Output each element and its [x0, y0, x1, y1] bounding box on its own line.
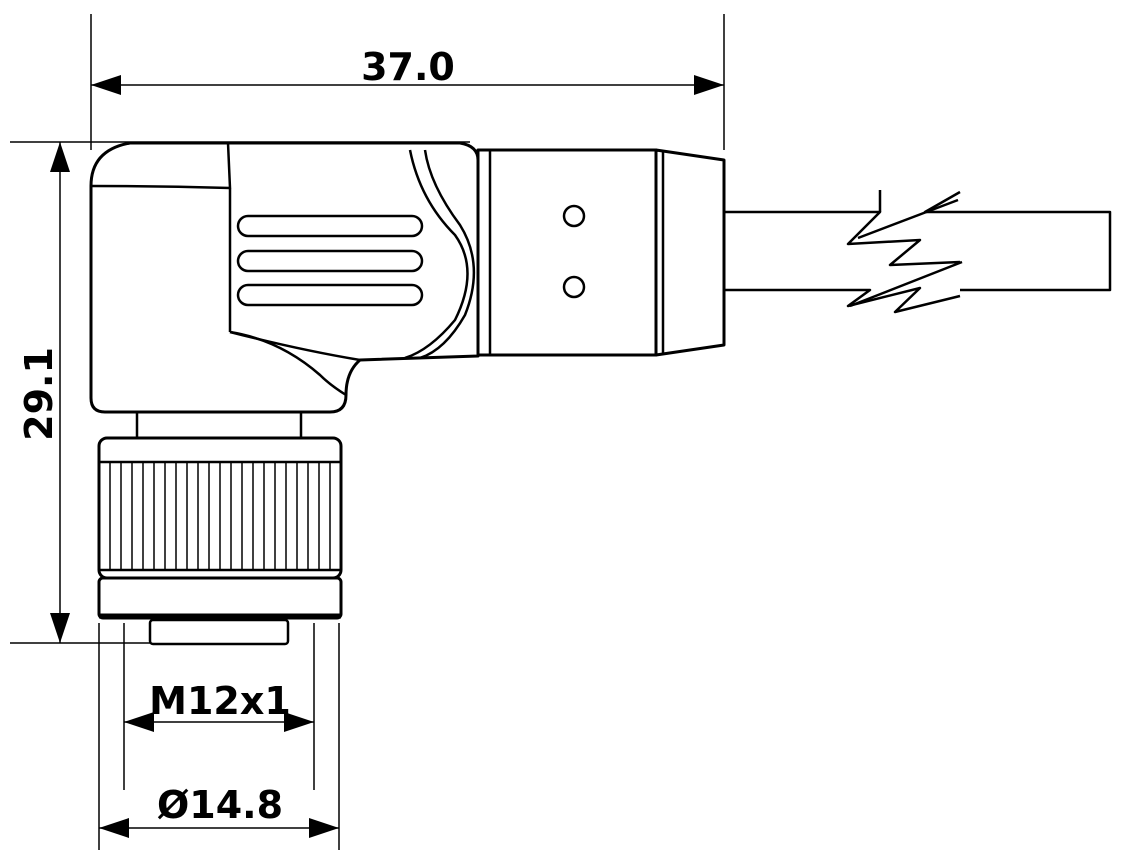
- cable-sleeve: [476, 148, 726, 357]
- cable: [724, 190, 1112, 314]
- width-dimension-label: 37.0: [361, 45, 455, 89]
- connector-housing: [89, 141, 480, 414]
- extension-lines: [10, 14, 725, 850]
- thread-dimension-label: M12x1: [149, 679, 291, 723]
- coupling-nut: [97, 410, 343, 646]
- diameter-dimension-label: Ø14.8: [157, 783, 283, 827]
- height-dimension-label: 29.1: [17, 347, 61, 441]
- dimension-lines: [50, 75, 724, 838]
